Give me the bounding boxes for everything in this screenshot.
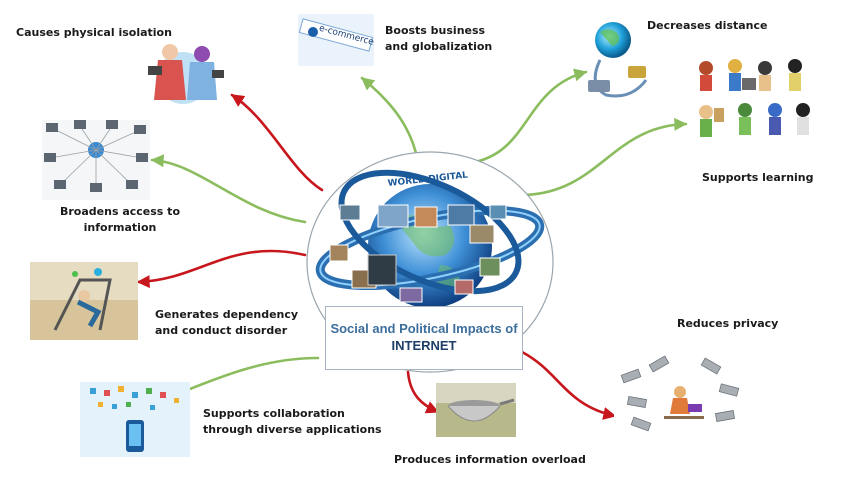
ecommerce-image: e-commerce [298,14,375,66]
center-title-line2: INTERNET [391,338,457,353]
label-supports-learning: Supports learning [702,171,814,184]
supports-learning-image [690,52,824,156]
arrow-business [360,76,420,164]
collaboration-image [80,382,190,457]
label-reduces-privacy: Reduces privacy [677,317,779,330]
label-decreases-distance: Decreases distance [647,19,768,32]
photo-tiles [329,204,507,303]
physical-isolation-image [148,44,224,104]
decreases-distance-image [588,22,648,98]
broadens-access-image [42,120,150,200]
arrow-decreases-distance [473,68,588,164]
center-title-line1: Social and Political Impacts of [330,321,518,336]
reduces-privacy-image [614,352,746,444]
arrow-learning [523,117,688,197]
label-information-overload: Produces information overload [394,453,586,466]
arrow-overload [406,370,440,414]
center-title-box: Social and Political Impacts of INTERNET [325,306,523,370]
information-overload-image [436,383,516,437]
arrow-collaboration [166,356,320,400]
arrow-broadens-access [150,154,307,224]
arrow-physical-isolation [230,93,324,192]
label-physical-isolation: Causes physical isolation [16,26,172,39]
dependency-image [30,262,138,340]
arrow-privacy [520,350,617,420]
arrows [136,68,688,420]
arrow-dependency [136,249,307,289]
